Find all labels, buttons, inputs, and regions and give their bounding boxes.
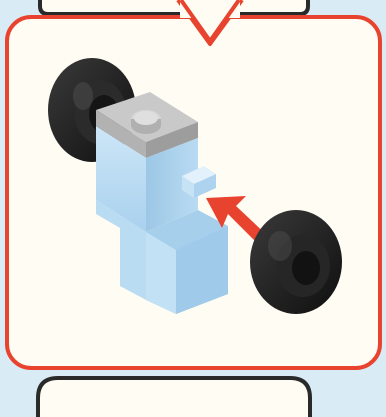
- wheel-icon: [250, 210, 342, 314]
- next-step-frame: [38, 378, 310, 417]
- previous-step-frame: [40, 0, 308, 14]
